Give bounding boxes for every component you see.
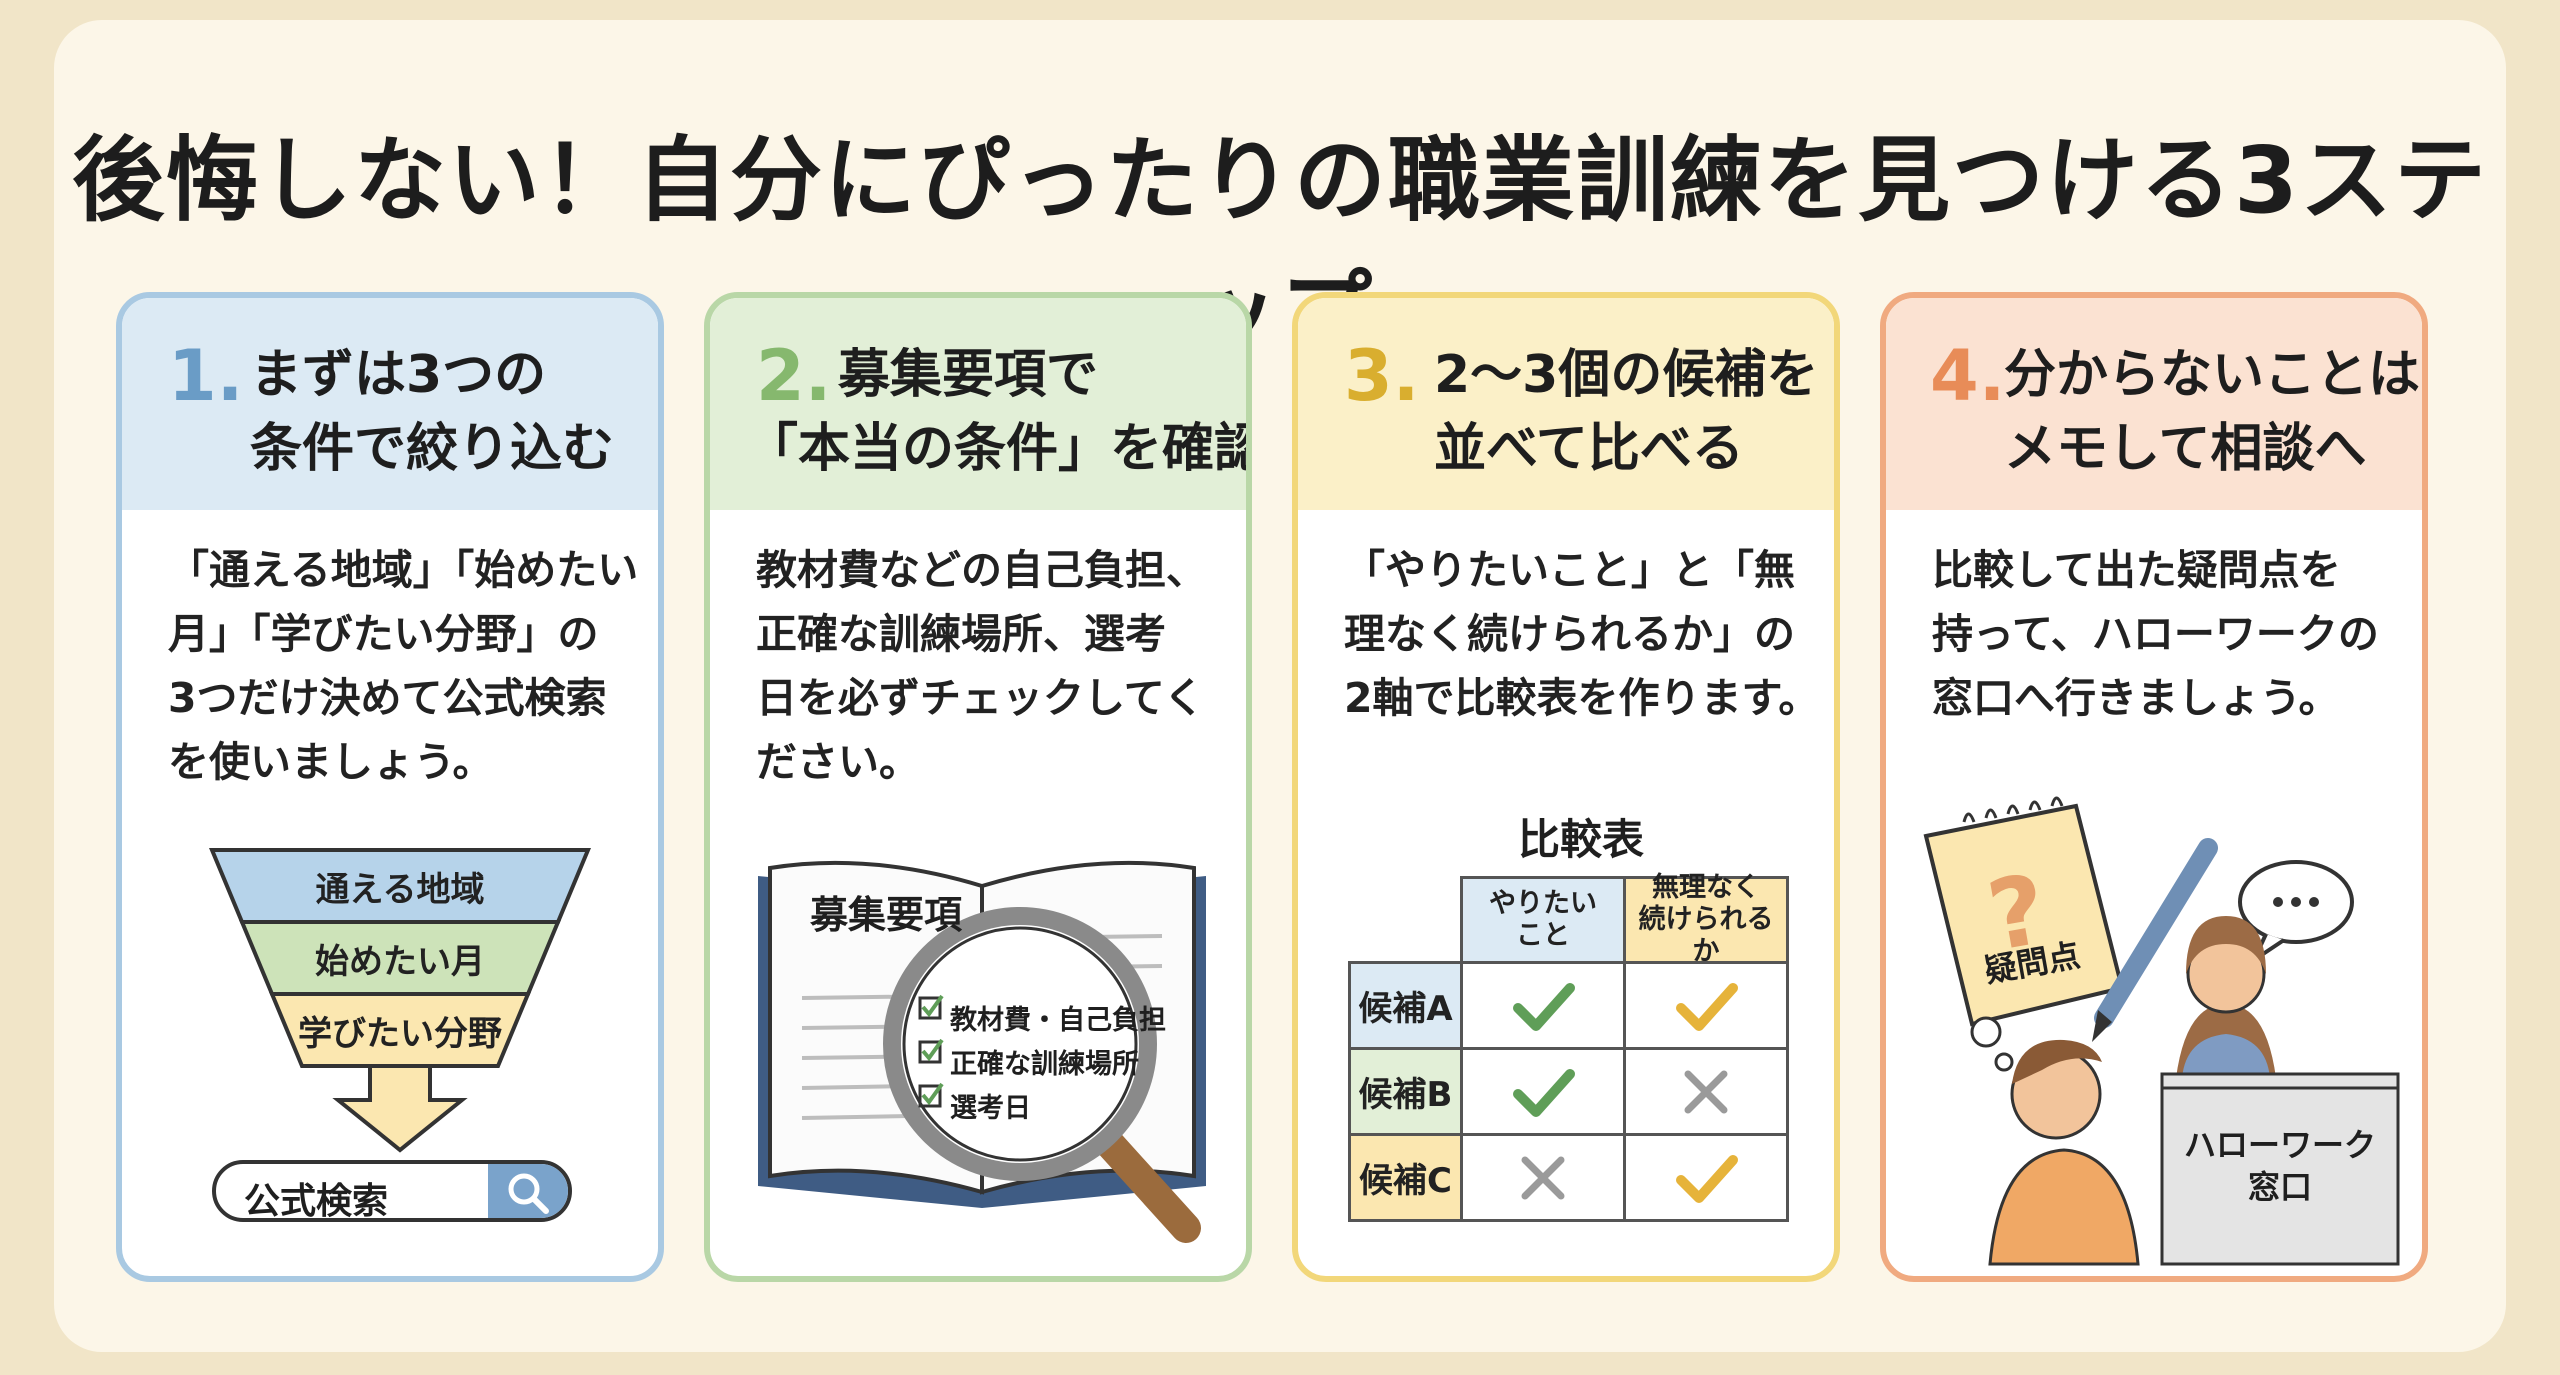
table-cell-b-1 bbox=[1460, 1047, 1626, 1136]
step-1-header: 1. まずは3つの 条件で絞り込む bbox=[122, 298, 658, 510]
check-icon bbox=[1513, 982, 1575, 1031]
check-icon bbox=[1676, 1154, 1738, 1203]
funnel-label-region: 通える地域 bbox=[315, 870, 485, 910]
book-magnifier-illustration bbox=[758, 860, 1206, 1243]
checklist-item-cost: 教材費・自己負担 bbox=[950, 1005, 1166, 1036]
step-3-description: 「やりたいこと」と「無 理なく続けられるか」の 2軸で比較表を作ります。 bbox=[1344, 546, 1820, 722]
table-row-label-c: 候補C bbox=[1348, 1133, 1463, 1222]
search-icon bbox=[508, 1173, 549, 1214]
funnel-label-field: 学びたい分野 bbox=[298, 1014, 502, 1054]
search-button bbox=[488, 1164, 568, 1218]
table-cell-a-1 bbox=[1460, 961, 1626, 1050]
table-cell-c-1 bbox=[1460, 1133, 1626, 1222]
memo-pad-icon: ? bbox=[1923, 796, 2125, 1027]
search-label: 公式検索 bbox=[244, 1181, 389, 1222]
step-3-header: 3. 2〜3個の候補を 並べて比べる bbox=[1298, 298, 1834, 510]
check-icon bbox=[1513, 1068, 1575, 1117]
funnel-layer-3 bbox=[269, 992, 531, 1068]
table-cell-a-2 bbox=[1623, 961, 1789, 1050]
checklist-item-exam-date: 選考日 bbox=[950, 1093, 1031, 1124]
counter-desk-icon bbox=[2160, 1072, 2400, 1266]
table-header-want: やりたい こと bbox=[1460, 876, 1626, 964]
check-icon bbox=[1676, 982, 1738, 1031]
consultation-illustration: ? bbox=[1923, 796, 2400, 1266]
table-cell-b-2 bbox=[1623, 1047, 1789, 1136]
step-3-heading-line-2: 並べて比べる bbox=[1434, 419, 1744, 479]
step-3-heading-line-1: 2〜3個の候補を bbox=[1434, 345, 1819, 405]
book-title: 募集要項 bbox=[810, 893, 963, 937]
visitor-person-icon bbox=[1970, 1016, 2140, 1266]
step-4-heading-line-1: 分からないことは bbox=[2004, 345, 2421, 405]
step-2-heading-line-2: 「本当の条件」を確認 bbox=[746, 419, 1252, 479]
step-card-4: 4. 分からないことは メモして相談へ 比較して出た疑問点を 持って、ハローワー… bbox=[1880, 292, 2428, 1282]
official-search-bar: 公式検索 bbox=[212, 1160, 572, 1222]
table-row-label-a: 候補A bbox=[1348, 961, 1463, 1050]
funnel-illustration bbox=[209, 848, 591, 1153]
step-card-2: 2. 募集要項で 「本当の条件」を確認 教材費などの自己負担、 正確な訓練場所、… bbox=[704, 292, 1252, 1282]
step-2-number: 2. bbox=[756, 335, 832, 417]
hellowork-counter-label: ハローワーク 窓口 bbox=[2183, 1126, 2376, 1206]
speech-bubble-icon bbox=[2238, 860, 2354, 966]
down-arrow-icon bbox=[332, 1064, 468, 1153]
cross-icon bbox=[1684, 1070, 1728, 1113]
table-cell-c-2 bbox=[1623, 1133, 1789, 1222]
step-4-description: 比較して出た疑問点を 持って、ハローワークの 窓口へ行きましょう。 bbox=[1932, 546, 2379, 722]
step-4-heading-line-2: メモして相談へ bbox=[2004, 419, 2367, 479]
pen-icon bbox=[2092, 838, 2218, 1042]
table-row-label-b: 候補B bbox=[1348, 1047, 1463, 1136]
step-card-1: 1. まずは3つの 条件で絞り込む 「通える地域」「始めたい 月」「学びたい分野… bbox=[116, 292, 664, 1282]
step-2-description: 教材費などの自己負担、 正確な訓練場所、選考 日を必ずチェックしてく ださい。 bbox=[756, 546, 1207, 786]
magnifier-icon bbox=[883, 907, 1201, 1243]
step-3-number: 3. bbox=[1344, 335, 1420, 417]
step-1-number: 1. bbox=[168, 335, 244, 417]
funnel-label-month: 始めたい月 bbox=[315, 942, 485, 982]
step-2-heading-line-1: 募集要項で bbox=[838, 345, 1099, 405]
step-1-description: 「通える地域」「始めたい 月」「学びたい分野」の 3つだけ決めて公式検索 を使い… bbox=[168, 546, 639, 786]
infographic-panel: 後悔しない！自分にぴったりの職業訓練を見つける3ステップ 1. まずは3つの 条… bbox=[54, 20, 2506, 1352]
step-card-3: 3. 2〜3個の候補を 並べて比べる 「やりたいこと」と「無 理なく続けられるか… bbox=[1292, 292, 1840, 1282]
comparison-table-title: 比較表 bbox=[1518, 815, 1645, 864]
checklist-item-location: 正確な訓練場所 bbox=[950, 1049, 1139, 1080]
step-1-heading-line-2: 条件で絞り込む bbox=[250, 419, 615, 479]
step-2-header: 2. 募集要項で 「本当の条件」を確認 bbox=[710, 298, 1246, 510]
step-4-number: 4. bbox=[1930, 335, 2006, 417]
staff-person-icon bbox=[2176, 916, 2276, 1078]
cross-icon bbox=[1521, 1156, 1565, 1199]
step-4-header: 4. 分からないことは メモして相談へ bbox=[1886, 298, 2422, 510]
step-1-heading-line-1: まずは3つの bbox=[250, 345, 547, 405]
table-header-sustain: 無理なく 続けられるか bbox=[1623, 872, 1789, 967]
